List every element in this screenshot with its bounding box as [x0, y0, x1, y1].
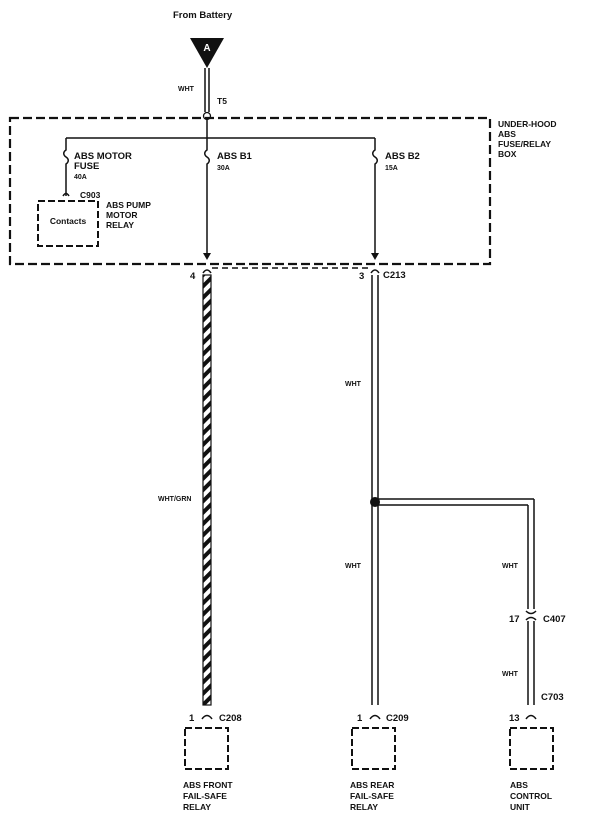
- abs-front-fail-safe-relay-box: [184, 727, 229, 770]
- front-relay-label-2: FAIL-SAFE: [183, 791, 227, 801]
- c903-label: C903: [80, 190, 101, 200]
- fuse-box-label-1: UNDER-HOOD: [498, 119, 557, 129]
- abs-b1-fuse-label: ABS B1: [217, 151, 253, 162]
- abs-b2-fuse-symbol: [372, 138, 378, 255]
- c209-connector-icon: [369, 714, 381, 720]
- b1-arrow-icon: [203, 253, 211, 260]
- c703-label: C703: [541, 692, 564, 703]
- fuse-relay-box-border: [8, 116, 492, 266]
- c208-pin-label: 1: [189, 713, 195, 724]
- relay-contacts-label: Contacts: [50, 216, 87, 226]
- front-relay-label-1: ABS FRONT: [183, 780, 233, 790]
- wht-grn-wire: [202, 274, 212, 706]
- rear-lower-wire-color: WHT: [345, 563, 362, 570]
- c213-label: C213: [383, 270, 406, 281]
- c407-pin-label: 17: [509, 614, 520, 625]
- relay-label-3: RELAY: [106, 220, 134, 230]
- c213-pin4-label: 4: [190, 271, 196, 282]
- c208-label: C208: [219, 713, 242, 724]
- front-relay-label-3: RELAY: [183, 802, 211, 812]
- c903-connector-icon: [62, 192, 70, 197]
- c703-connector-icon: [525, 714, 537, 720]
- splice-point: [370, 497, 380, 507]
- abs-b1-fuse-rating: 30A: [217, 165, 230, 172]
- control-unit-label-1: ABS: [510, 780, 528, 790]
- c213-pin3-connector-icon: [370, 269, 380, 274]
- abs-motor-fuse-rating: 40A: [74, 174, 87, 181]
- connector-a-label: A: [203, 43, 210, 54]
- rear-relay-label-1: ABS REAR: [350, 780, 394, 790]
- connector-a-triangle-icon: [190, 38, 224, 68]
- b2-arrow-icon: [371, 253, 379, 260]
- c208-connector-icon: [201, 714, 213, 720]
- abs-b1-fuse-symbol: [204, 138, 210, 255]
- abs-control-unit-box: [509, 727, 554, 770]
- fuse-box-label-4: BOX: [498, 149, 517, 159]
- rear-relay-label-2: FAIL-SAFE: [350, 791, 394, 801]
- rear-upper-wire-color: WHT: [345, 381, 362, 388]
- rear-relay-label-3: RELAY: [350, 802, 378, 812]
- abs-motor-fuse-label-2: FUSE: [74, 161, 99, 172]
- c703-pin-label: 13: [509, 713, 520, 724]
- abs-b2-fuse-label: ABS B2: [385, 151, 420, 162]
- fuse-box-label-2: ABS: [498, 129, 516, 139]
- c209-pin-label: 1: [357, 713, 363, 724]
- c407-connector-icon: [525, 610, 537, 621]
- from-battery-label: From Battery: [173, 10, 233, 21]
- wht-grn-wire-color: WHT/GRN: [158, 496, 191, 503]
- fuse-box-label-3: FUSE/RELAY: [498, 139, 551, 149]
- pump-motor-relay-box: [37, 200, 99, 247]
- c213-pin4-connector-icon: [202, 269, 212, 274]
- abs-b2-fuse-rating: 15A: [385, 165, 398, 172]
- control-lower-wire-color: WHT: [502, 671, 519, 678]
- relay-label-2: MOTOR: [106, 210, 137, 220]
- abs-rear-fail-safe-relay-box: [351, 727, 396, 770]
- abs-motor-fuse-label-1: ABS MOTOR: [74, 151, 132, 162]
- relay-label-1: ABS PUMP: [106, 200, 151, 210]
- c407-label: C407: [543, 614, 566, 625]
- abs-motor-fuse-symbol: [63, 138, 69, 196]
- battery-wire-color: WHT: [178, 86, 195, 93]
- c209-label: C209: [386, 713, 409, 724]
- t5-label: T5: [217, 96, 227, 106]
- control-unit-label-2: CONTROL: [510, 791, 552, 801]
- control-upper-wire-color: WHT: [502, 563, 519, 570]
- control-unit-label-3: UNIT: [510, 802, 531, 812]
- c213-pin3-label: 3: [359, 271, 364, 282]
